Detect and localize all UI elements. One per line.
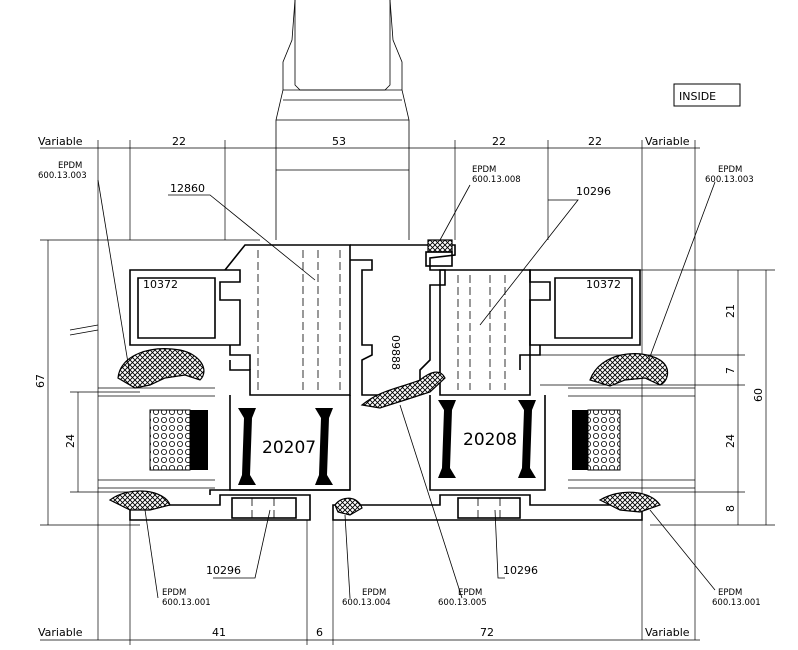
leader-lines [97, 179, 716, 599]
top-dim-22-a: 22 [172, 135, 186, 148]
gasket-callout-1-code: 600.13.003 [38, 171, 87, 181]
profile-20207: 20207 [262, 438, 316, 458]
left-frame-profile [209, 244, 351, 495]
left-sash-profile [129, 269, 251, 370]
top-dim-variable-left: Variable [38, 135, 83, 148]
left-glass-unit [69, 324, 215, 489]
bottom-sill-profiles [129, 494, 643, 521]
right-dim-60: 60 [752, 388, 765, 402]
gasket-callout-5-code: 600.13.004 [342, 598, 391, 608]
profile-10296-bottom-right: 10296 [503, 564, 538, 577]
gasket-callout-3-code: 600.13.003 [705, 175, 754, 185]
profile-10372-right: 10372 [586, 278, 621, 291]
bottom-dim-variable-left: Variable [38, 626, 83, 639]
right-dim-7: 7 [724, 367, 737, 374]
gasket-callout-7-material: EPDM [718, 588, 742, 598]
profile-12860: 12860 [170, 182, 205, 195]
right-dim-21: 21 [724, 304, 737, 318]
profile-09888: 09888 [389, 335, 402, 370]
right-dim-8: 8 [724, 505, 737, 512]
inside-label-box: INSIDE [673, 83, 741, 107]
gasket-callout-2-material: EPDM [472, 165, 496, 175]
right-dimension-line [540, 269, 775, 526]
bottom-dim-72: 72 [480, 626, 494, 639]
gasket-callout-6-code: 600.13.005 [438, 598, 487, 608]
gasket-callout-4-code: 600.13.001 [162, 598, 211, 608]
left-dim-24: 24 [64, 434, 77, 448]
right-glass-unit [568, 387, 695, 489]
gasket-callout-3-material: EPDM [718, 165, 742, 175]
bottom-dim-variable-right: Variable [645, 626, 690, 639]
top-dim-22-b: 22 [492, 135, 506, 148]
left-dimension-line [40, 239, 260, 526]
thermal-break-bars [238, 400, 536, 485]
top-dim-22-c: 22 [588, 135, 602, 148]
profile-20208: 20208 [463, 430, 517, 450]
top-dimension-line [40, 140, 700, 640]
right-frame-profile [429, 269, 546, 491]
gasket-callout-2-code: 600.13.008 [472, 175, 521, 185]
top-dim-53: 53 [332, 135, 346, 148]
inside-label: INSIDE [679, 90, 716, 103]
gasket-callout-6-material: EPDM [458, 588, 482, 598]
top-dim-variable-right: Variable [645, 135, 690, 148]
right-dim-24: 24 [724, 434, 737, 448]
epdm-gaskets [108, 239, 669, 516]
gasket-callout-7-code: 600.13.001 [712, 598, 761, 608]
profile-10296-top: 10296 [576, 185, 611, 198]
bottom-dim-6: 6 [316, 626, 323, 639]
gasket-callout-4-material: EPDM [162, 588, 186, 598]
profile-10296-bottom-left: 10296 [206, 564, 241, 577]
profile-10372-left: 10372 [143, 278, 178, 291]
bottom-dim-41: 41 [212, 626, 226, 639]
upper-glass-unit [275, 0, 410, 240]
gasket-callout-5-material: EPDM [362, 588, 386, 598]
bottom-dimension-line [40, 520, 700, 645]
gasket-callout-1-material: EPDM [58, 161, 82, 171]
left-dim-67: 67 [34, 374, 47, 388]
